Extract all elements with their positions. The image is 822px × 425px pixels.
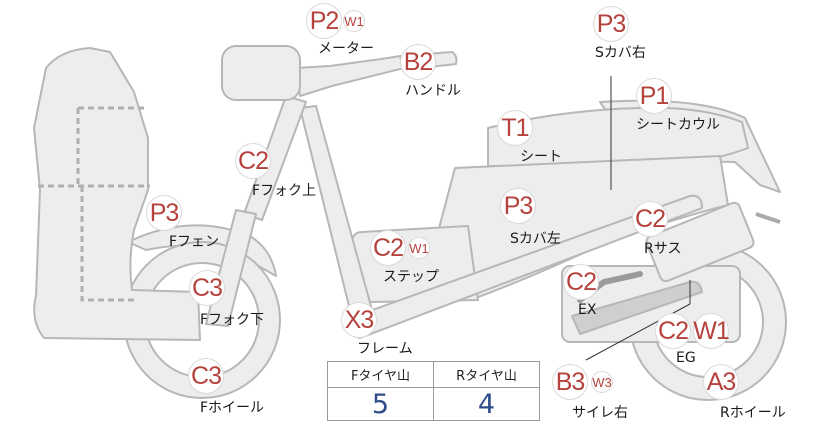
grade-s-cover-left: P3 (500, 188, 536, 224)
label-s-cover-left: Sカバ左 (510, 231, 561, 247)
grade-r-suspension: C2 (632, 201, 668, 237)
label-s-cover-right: Sカバ右 (595, 45, 646, 61)
grade-muffler-right: B3 (552, 364, 588, 400)
grade-muffler-right-sub: W3 (591, 371, 613, 393)
grade-meter-sub: W1 (343, 10, 365, 32)
label-r-wheel: Rホイール (720, 405, 786, 421)
label-f-fork-lower: Fフォク下 (200, 312, 265, 328)
grade-engine: C2 (655, 313, 691, 349)
label-step: ステップ (383, 269, 439, 285)
grade-frame: X3 (341, 302, 377, 338)
grade-meter: P2 (306, 3, 342, 39)
tire-tread-table: Fタイヤ山 Rタイヤ山 5 4 (327, 361, 540, 421)
tread-rear-header: Rタイヤ山 (433, 361, 540, 388)
front-panel-shape (33, 47, 201, 341)
grade-seat: T1 (497, 110, 533, 146)
grade-exhaust: C2 (563, 264, 599, 300)
label-f-fork-upper: Fフォク上 (252, 183, 317, 199)
grade-f-fender: P3 (146, 195, 182, 231)
grade-r-wheel: A3 (703, 364, 739, 400)
rear-shock-shape (645, 201, 755, 283)
label-meter: メーター (318, 41, 374, 57)
grade-step-sub: W1 (408, 237, 430, 259)
grade-step: C2 (370, 230, 406, 266)
label-exhaust: EX (578, 302, 597, 318)
label-r-suspension: Rサス (644, 241, 682, 257)
label-f-fender: Fフェン (169, 234, 220, 250)
meter-shape (221, 45, 301, 101)
label-engine: EG (676, 350, 696, 366)
grade-handle: B2 (400, 44, 436, 80)
grade-engine-sub: W1 (693, 313, 730, 349)
label-handle: ハンドル (405, 83, 461, 99)
grade-s-cover-right: P3 (593, 6, 629, 42)
label-seat: シート (520, 149, 562, 165)
grade-f-wheel: C3 (188, 358, 224, 394)
label-seat-cowl: シートカウル (636, 117, 720, 133)
label-f-wheel: Fホイール (200, 400, 265, 416)
tread-rear-value: 4 (433, 387, 540, 421)
tread-front-header: Fタイヤ山 (327, 361, 434, 388)
grade-seat-cowl: P1 (636, 78, 672, 114)
tread-front-value: 5 (327, 387, 434, 421)
label-frame: フレーム (357, 341, 413, 357)
grade-f-fork-upper: C2 (235, 143, 271, 179)
label-muffler-right: サイレ右 (572, 405, 628, 421)
grade-f-fork-lower: C3 (189, 270, 225, 306)
